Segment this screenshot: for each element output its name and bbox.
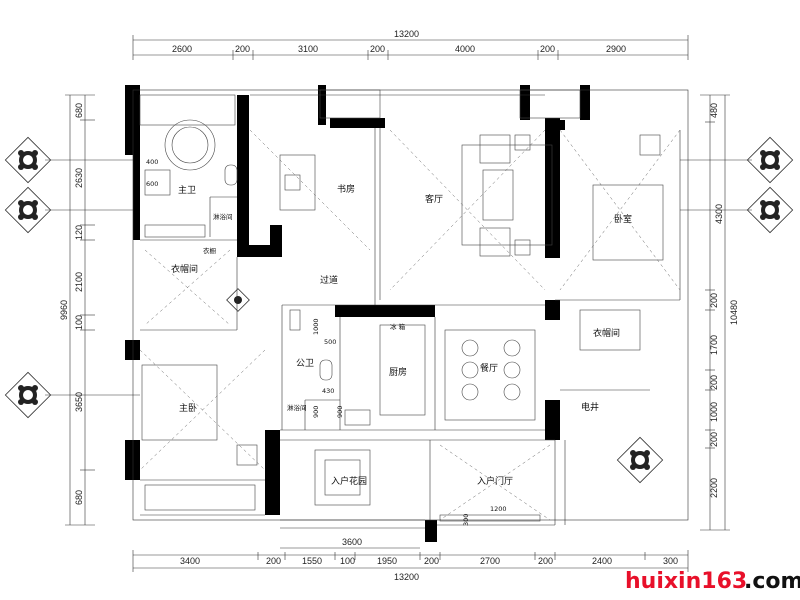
bottom-seg-1: 3400 — [180, 556, 200, 566]
left-seg-4: 2100 — [74, 272, 84, 292]
top-seg-2: 200 — [235, 44, 250, 54]
top-dimension: 13200 2600 200 3100 200 4000 200 2900 — [132, 29, 689, 60]
bottom-seg-3: 1550 — [302, 556, 322, 566]
label-public-bath: 公卫 — [296, 358, 314, 369]
right-seg-1: 480 — [709, 103, 719, 118]
axis-marker-icon — [746, 136, 794, 184]
left-seg-2: 2630 — [74, 168, 84, 188]
right-seg-2: 200 — [709, 293, 719, 308]
left-dimension: 9960 680 2630 120 2100 100 3650 680 — [59, 94, 95, 526]
small-axis-marker-icon — [226, 288, 250, 312]
right-seg-5: 1000 — [709, 402, 719, 422]
label-study: 书房 — [337, 183, 355, 195]
inner-dim-5: 430 — [322, 387, 334, 395]
left-total: 9960 — [59, 300, 69, 320]
inner-dim-3: 1000 — [312, 318, 320, 335]
label-bedroom: 卧室 — [614, 213, 632, 225]
label-fridge: 冰 箱 — [390, 322, 406, 331]
top-seg-7: 2900 — [606, 44, 626, 54]
bottom-seg-4: 100 — [340, 556, 355, 566]
bottom-inner: 3600 — [342, 537, 362, 547]
label-cloak-1: 衣帽间 — [171, 263, 198, 275]
bottom-total: 13200 — [394, 572, 419, 582]
bottom-seg-9: 2400 — [592, 556, 612, 566]
inner-dim-8: 1200 — [490, 505, 507, 513]
right-seg-3: 1700 — [709, 335, 719, 355]
top-seg-4: 200 — [370, 44, 385, 54]
interior-lines — [132, 89, 689, 529]
walls — [125, 85, 590, 542]
axis-marker-icon — [4, 371, 52, 419]
bottom-seg-8: 200 — [538, 556, 553, 566]
left-seg-5: 100 — [74, 315, 84, 330]
inner-dim-4: 500 — [324, 338, 336, 346]
label-electric-shaft: 电井 — [581, 401, 599, 413]
label-dining: 餐厅 — [480, 362, 498, 374]
inner-dimensions: 400 600 1000 500 430 900 900 1200 300 — [146, 158, 507, 526]
axis-marker-icon — [616, 436, 664, 484]
label-entry-garden: 入户花园 — [331, 475, 367, 487]
left-seg-1: 680 — [74, 103, 84, 118]
top-total: 13200 — [394, 29, 419, 39]
watermark-tld: .com — [744, 569, 800, 594]
label-corridor: 过道 — [320, 274, 338, 286]
left-seg-3: 120 — [74, 225, 84, 240]
bottom-seg-6: 200 — [424, 556, 439, 566]
inner-dim-2: 600 — [146, 180, 158, 188]
inner-dim-1: 400 — [146, 158, 158, 166]
right-total-1: 4300 — [714, 204, 724, 224]
axis-markers — [4, 136, 794, 484]
left-seg-7: 680 — [74, 490, 84, 505]
bottom-seg-7: 2700 — [480, 556, 500, 566]
top-seg-1: 2600 — [172, 44, 192, 54]
label-wardrobe: 衣橱 — [203, 246, 217, 255]
watermark: huixin163 .com — [625, 569, 800, 594]
top-seg-5: 4000 — [455, 44, 475, 54]
top-seg-6: 200 — [540, 44, 555, 54]
label-master-bath: 主卫 — [178, 184, 196, 196]
bottom-seg-10: 300 — [663, 556, 678, 566]
label-entry-hall: 入户门厅 — [477, 475, 513, 487]
left-seg-6: 3650 — [74, 392, 84, 412]
axis-marker-icon — [4, 136, 52, 184]
label-shower-1: 淋浴间 — [213, 212, 233, 221]
label-shower-2: 淋浴间 — [287, 403, 307, 412]
label-cloak-2: 衣帽间 — [593, 327, 620, 339]
bottom-seg-5: 1950 — [377, 556, 397, 566]
room-guides — [139, 129, 681, 521]
right-seg-6: 200 — [709, 432, 719, 447]
room-labels: 主卫 淋浴间 书房 客厅 卧室 衣帽间 衣橱 过道 冰 箱 公卫 厨房 餐厅 衣… — [171, 183, 632, 487]
right-total-2: 10480 — [729, 300, 739, 325]
right-seg-7: 2200 — [709, 478, 719, 498]
axis-marker-icon — [4, 186, 52, 234]
top-seg-3: 3100 — [298, 44, 318, 54]
right-seg-4: 200 — [709, 375, 719, 390]
label-master-bedroom: 主卧 — [179, 402, 197, 414]
right-dimension: 4300 10480 480 200 1700 200 1000 200 220… — [700, 94, 739, 531]
bottom-seg-2: 200 — [266, 556, 281, 566]
bottom-dimension: 3600 3400 200 1550 100 1950 200 2700 200… — [132, 537, 689, 582]
axis-marker-icon — [746, 186, 794, 234]
label-kitchen: 厨房 — [389, 366, 407, 378]
watermark-brand: huixin163 — [625, 569, 747, 594]
furniture — [139, 94, 664, 522]
label-living: 客厅 — [425, 193, 443, 205]
inner-dim-6: 900 — [312, 406, 320, 418]
inner-dim-7: 900 — [336, 406, 344, 418]
inner-dim-9: 300 — [462, 514, 470, 526]
